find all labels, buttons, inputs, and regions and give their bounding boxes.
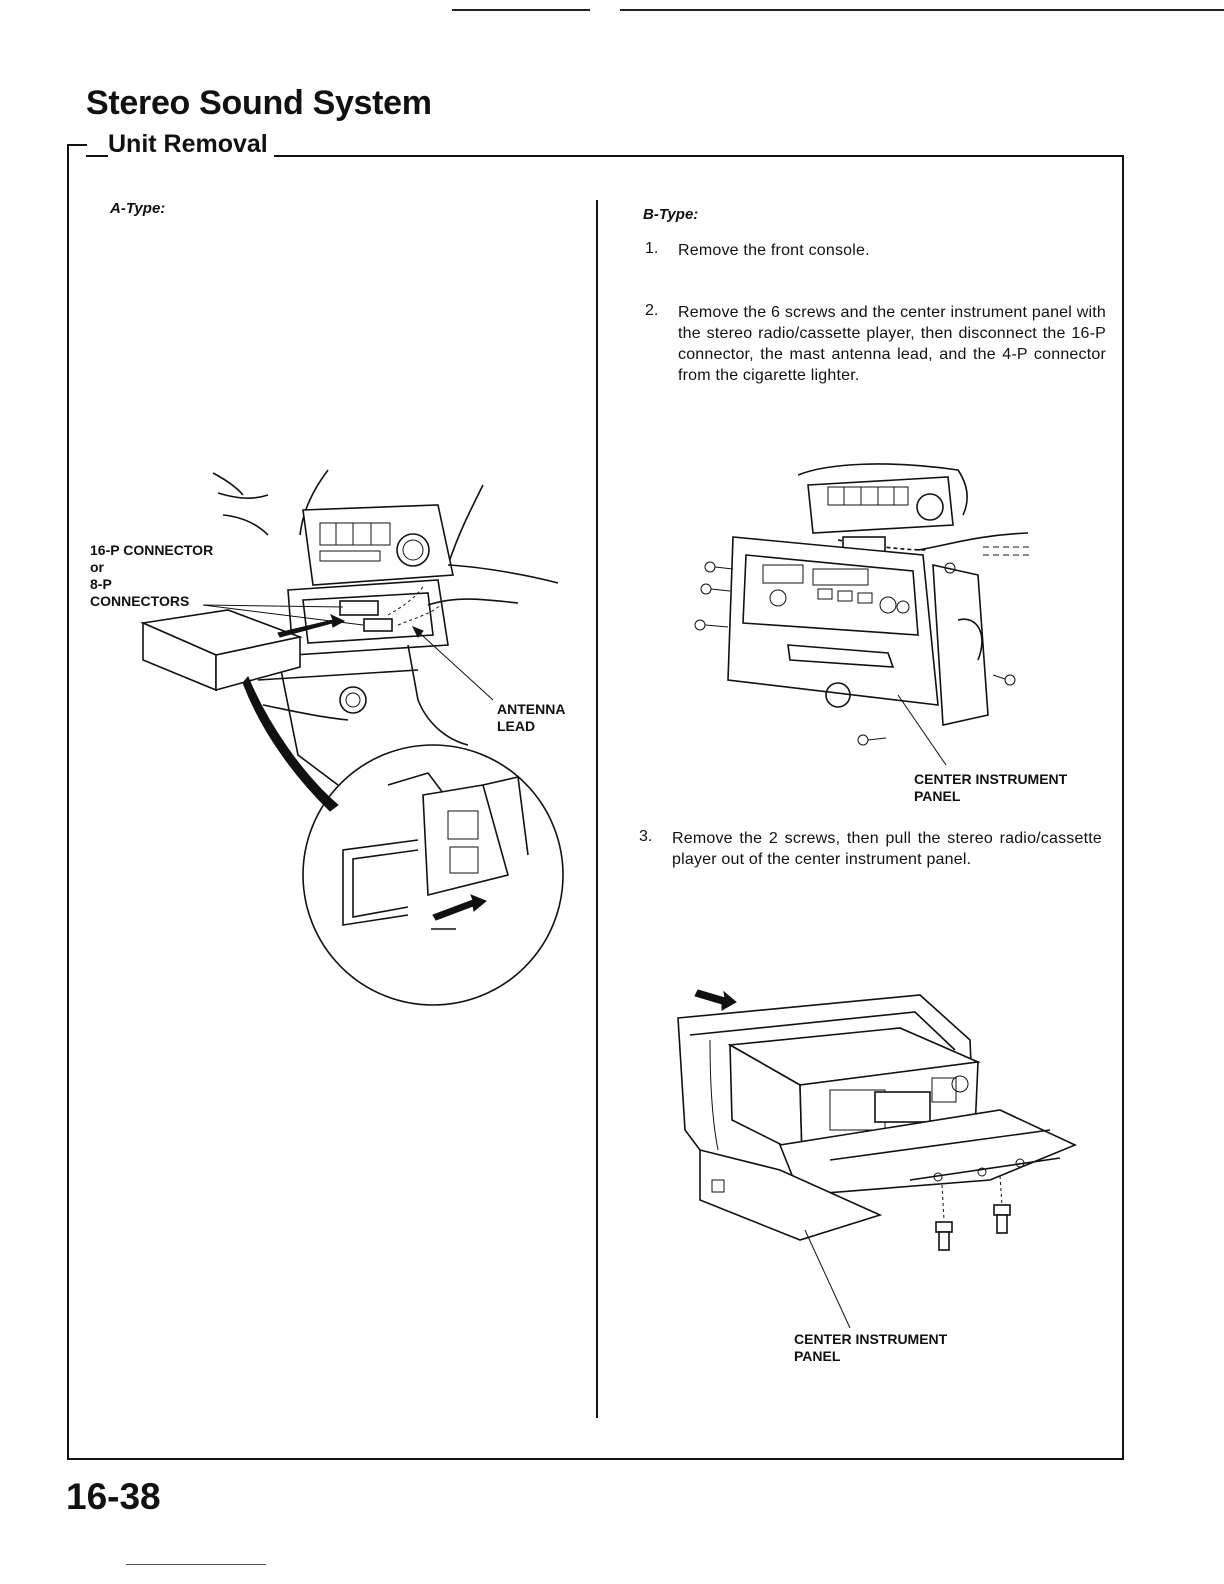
b-type-panel-callout-1: CENTER INSTRUMENT PANEL bbox=[914, 771, 1068, 804]
b-type-illustration-2 bbox=[677, 989, 1077, 1329]
page-title: Stereo Sound System bbox=[86, 84, 432, 122]
step-number: 2. bbox=[645, 302, 659, 319]
header-rule-short bbox=[452, 9, 590, 11]
section-frame-bottom bbox=[67, 1458, 1124, 1460]
section-frame-tick bbox=[67, 144, 87, 146]
page-number: 16-38 bbox=[66, 1476, 161, 1517]
step-text: Remove the front console. bbox=[678, 242, 870, 259]
b-type-illustration-1 bbox=[694, 463, 1033, 766]
step-text: Remove the 6 screws and the center instr… bbox=[678, 304, 1106, 384]
section-frame-top bbox=[86, 155, 1124, 157]
section-title: Unit Removal bbox=[108, 130, 274, 159]
step-text: Remove the 2 screws, then pull the stere… bbox=[672, 830, 1102, 868]
b-type-panel-callout-2: CENTER INSTRUMENT PANEL bbox=[794, 1331, 948, 1364]
b-type-label: B-Type: bbox=[643, 206, 699, 223]
header-rule-long bbox=[620, 9, 1224, 11]
a-type-label: A-Type: bbox=[110, 200, 166, 217]
a-type-illustration bbox=[140, 469, 564, 1006]
step-number: 3. bbox=[639, 828, 653, 845]
column-divider bbox=[596, 200, 598, 1418]
section-frame-left bbox=[67, 144, 69, 1460]
a-type-connector-callout: 16-P CONNECTOR or 8-P CONNECTORS bbox=[90, 542, 214, 609]
section-frame-right bbox=[1122, 155, 1124, 1460]
footer-rule bbox=[126, 1564, 266, 1565]
step-number: 1. bbox=[645, 240, 659, 257]
a-type-antenna-callout: ANTENNA LEAD bbox=[497, 701, 566, 734]
